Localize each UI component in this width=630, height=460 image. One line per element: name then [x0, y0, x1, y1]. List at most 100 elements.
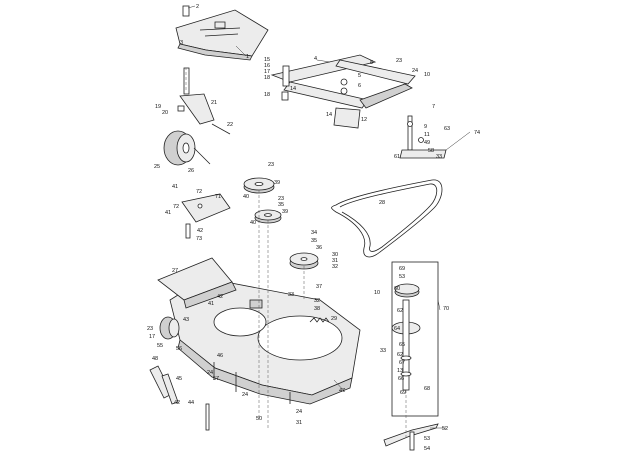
callout-34: 34 — [311, 230, 317, 236]
idler-pulley-part — [289, 252, 319, 270]
callout-1: 1 — [246, 54, 249, 60]
callout-27: 27 — [172, 268, 178, 274]
callout-69b: 69 — [400, 390, 406, 396]
callout-57: 57 — [213, 376, 219, 382]
callout-68: 68 — [424, 386, 430, 392]
callout-4: 4 — [314, 56, 317, 62]
callout-20: 20 — [162, 110, 168, 116]
callout-leaders — [187, 5, 471, 429]
callout-24b: 24 — [207, 370, 213, 376]
callout-24d: 24 — [296, 409, 302, 415]
callout-60: 60 — [394, 286, 400, 292]
callout-70: 70 — [443, 306, 449, 312]
deck-cover-part — [175, 5, 269, 61]
callout-11: 11 — [424, 132, 430, 138]
callout-74: 74 — [474, 130, 480, 136]
callout-21: 21 — [211, 100, 217, 106]
callout-10: 10 — [424, 72, 430, 78]
callout-43: 43 — [183, 317, 189, 323]
lower-pulley-part — [254, 209, 282, 224]
callout-18: 18 — [264, 75, 270, 81]
callout-17: 17 — [264, 69, 270, 75]
spindle-assembly-part — [391, 261, 439, 417]
callout-62b: 62 — [397, 352, 403, 358]
callout-29: 29 — [331, 316, 337, 322]
discharge-chute-part — [157, 257, 237, 309]
callout-61: 61 — [394, 154, 400, 160]
drive-belt-part — [331, 179, 443, 258]
callout-64: 64 — [394, 326, 400, 332]
callout-52: 52 — [442, 426, 448, 432]
callout-24c: 24 — [242, 392, 248, 398]
callout-36: 36 — [316, 245, 322, 251]
callout-32: 32 — [332, 264, 338, 270]
callout-19: 19 — [155, 104, 161, 110]
callout-47: 47 — [339, 388, 345, 394]
callout-55: 55 — [157, 343, 163, 349]
callout-40b: 40 — [250, 220, 256, 226]
callout-16: 16 — [264, 63, 270, 69]
callout-18b: 18 — [264, 92, 270, 98]
assembly-centerlines — [185, 68, 407, 440]
callout-31: 31 — [332, 258, 338, 264]
callout-22: 22 — [227, 122, 233, 128]
callout-35: 35 — [278, 202, 284, 208]
callout-41c: 41 — [208, 301, 214, 307]
callout-14b: 14 — [326, 112, 332, 118]
spring-part — [309, 317, 330, 323]
callout-numbers: 2 3 1 15 16 17 18 4 8 23 24 10 5 6 14 19… — [147, 4, 480, 452]
callout-53b: 53 — [424, 436, 430, 442]
callout-39b: 39 — [282, 209, 288, 215]
callout-63: 63 — [444, 126, 450, 132]
caster-wheel-part — [163, 130, 211, 166]
callout-31b: 31 — [296, 420, 302, 426]
callout-42: 42 — [197, 228, 203, 234]
callout-44: 44 — [188, 400, 194, 406]
callout-48: 48 — [152, 356, 158, 362]
callout-35b: 35 — [311, 238, 317, 244]
callout-62: 62 — [397, 308, 403, 314]
callout-10b: 10 — [374, 290, 380, 296]
mower-deck-part — [169, 277, 361, 405]
callout-33: 33 — [436, 154, 442, 160]
callout-33b: 33 — [288, 292, 294, 298]
callout-23b: 23 — [268, 162, 274, 168]
callout-69: 69 — [399, 266, 405, 272]
callout-39: 39 — [274, 180, 280, 186]
callout-5: 5 — [358, 73, 361, 79]
callout-53: 53 — [399, 274, 405, 280]
callout-49: 49 — [424, 140, 430, 146]
callout-58: 58 — [428, 148, 434, 154]
frame-assembly-part — [270, 54, 416, 129]
callout-46: 46 — [217, 353, 223, 359]
callout-26: 26 — [188, 168, 194, 174]
callout-23c: 23 — [278, 196, 284, 202]
callout-38: 38 — [314, 306, 320, 312]
idler-bracket-part — [181, 193, 231, 239]
height-adjust-bracket-part — [399, 115, 447, 159]
callout-23: 23 — [396, 58, 402, 64]
callout-41: 41 — [172, 184, 178, 190]
callout-41b: 41 — [165, 210, 171, 216]
callout-42b: 42 — [217, 294, 223, 300]
callout-40: 40 — [243, 194, 249, 200]
callout-23d: 23 — [147, 326, 153, 332]
callout-32b: 32 — [314, 298, 320, 304]
callout-73: 73 — [196, 236, 202, 242]
callout-67: 67 — [399, 360, 405, 366]
callout-17b: 17 — [149, 334, 155, 340]
callout-56: 56 — [176, 346, 182, 352]
callout-66: 66 — [398, 376, 404, 382]
callout-37: 37 — [316, 284, 322, 290]
lift-link-part — [149, 365, 210, 431]
callout-7: 7 — [432, 104, 435, 110]
callout-9: 9 — [424, 124, 427, 130]
callout-71: 71 — [215, 194, 221, 200]
callout-24: 24 — [412, 68, 418, 74]
callout-72b: 72 — [173, 204, 179, 210]
callout-3: 3 — [180, 40, 183, 46]
callout-54: 54 — [424, 446, 430, 452]
callout-14: 14 — [290, 86, 296, 92]
callout-72: 72 — [196, 189, 202, 195]
